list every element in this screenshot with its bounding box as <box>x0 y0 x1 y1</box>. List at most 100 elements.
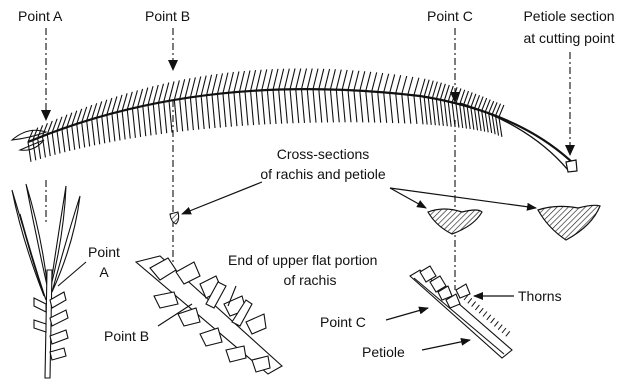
leaflet-stroke-lower <box>390 93 393 123</box>
leaflet-stroke-lower <box>342 90 345 123</box>
leaflet-stroke-lower <box>148 105 151 136</box>
inset-b-leaflet-5 <box>246 314 266 334</box>
leaflet-stroke-lower <box>460 104 463 128</box>
leaflet-stroke-lower <box>492 114 495 134</box>
frond-cut-end <box>566 160 577 172</box>
leaflet-stroke-lower <box>279 90 282 124</box>
inset-b-leaflet-6 <box>154 292 178 308</box>
leaflet-stroke-upper <box>262 69 267 90</box>
leaflet-stroke-upper <box>414 78 419 96</box>
leaflet-stroke-upper <box>319 69 324 89</box>
arrow-point-c-inset <box>386 308 428 320</box>
cross-sections <box>170 205 600 240</box>
leaflet-stroke-upper <box>239 71 244 92</box>
leaflet-stroke-upper <box>424 80 429 97</box>
label-point-c-inset: Point C <box>320 314 366 331</box>
leaflet-stroke-lower <box>107 115 110 142</box>
leaflet-stroke-lower <box>420 96 423 124</box>
label-point-a-inset-line2: A <box>84 264 124 281</box>
thorn-mark <box>502 328 506 333</box>
leaflet-stroke-lower <box>212 95 215 128</box>
label-point-a-top: Point A <box>18 8 62 25</box>
leaflet-stroke-lower <box>180 99 183 131</box>
thorn-mark <box>487 315 491 320</box>
leaflet-stroke-lower <box>77 124 80 149</box>
leaflet-stroke-lower <box>475 108 478 130</box>
leaflet-stroke-lower <box>478 110 481 131</box>
leaflet-stroke-upper <box>153 85 158 104</box>
leaflet-stroke-lower <box>52 132 55 154</box>
leaflet-stroke-upper <box>467 92 472 106</box>
leaflet-stroke-lower <box>67 127 70 151</box>
leaflet-stroke-lower <box>42 136 45 157</box>
leaflet-stroke-upper <box>102 100 107 117</box>
leaflet-stroke-upper <box>384 74 389 93</box>
leaflet-stroke-lower <box>428 97 431 124</box>
leaflet-stroke-upper <box>122 93 127 111</box>
leaflet-stroke-upper <box>245 70 250 91</box>
leaflet-stroke-upper <box>234 71 239 92</box>
leaflet-stroke-upper <box>420 79 425 96</box>
leaflet-stroke-lower <box>251 91 254 125</box>
label-end-upper-line1: End of upper flat portion <box>228 252 377 269</box>
cross-section-arrows <box>182 182 536 214</box>
inset-b-leaflet-8 <box>200 328 222 346</box>
thorn-mark <box>491 318 495 323</box>
leaflet-stroke-lower <box>319 89 322 122</box>
leaflet-stroke-lower <box>164 102 167 133</box>
leaflet-stroke-lower <box>174 100 177 132</box>
leaflet-stroke-upper <box>366 72 371 91</box>
leaflet-stroke-lower <box>228 93 231 127</box>
leaflet-stroke-upper <box>284 69 289 90</box>
leaflet-stroke-upper <box>112 96 117 113</box>
label-cross-sections-line2: of rachis and petiole <box>240 166 406 183</box>
leaflet-stroke-lower <box>444 101 447 127</box>
leaflet-stroke-lower <box>496 116 499 136</box>
leaflet-stroke-upper <box>164 83 169 102</box>
leaflet-stroke-lower <box>87 121 90 147</box>
leaflet-stroke-upper <box>428 81 433 98</box>
thorn-mark <box>506 331 510 336</box>
leaflet-stroke-upper <box>290 68 295 89</box>
leaflet-stroke-lower <box>217 94 220 128</box>
leaflet-stroke-upper <box>408 77 413 95</box>
leaflet-stroke-lower <box>424 97 427 125</box>
leaflet-stroke-lower <box>138 107 141 137</box>
label-point-b-inset: Point B <box>104 328 149 345</box>
arrowhead-b <box>168 60 178 71</box>
leaflet-stroke-lower <box>408 95 411 124</box>
leaflet-stroke-lower <box>301 89 304 123</box>
leaflet-stroke-lower <box>245 91 248 125</box>
leaflet-stroke-lower <box>330 89 333 122</box>
leaflet-stroke-lower <box>467 106 470 129</box>
label-cross-sections-line1: Cross-sections <box>240 146 406 163</box>
leaflet-stroke-upper <box>185 78 190 98</box>
leaflet-stroke-lower <box>82 122 85 147</box>
leaflet-stroke-lower <box>463 105 466 128</box>
leaflet-stroke-lower <box>102 116 105 143</box>
leaflet-stroke-upper <box>390 74 395 92</box>
leaflet-stroke-lower <box>378 92 381 123</box>
leaflet-stroke-lower <box>396 93 399 123</box>
leaflet-stroke-lower <box>471 107 474 129</box>
leaflet-stroke-upper <box>158 84 163 103</box>
leaflet-stroke-lower <box>366 91 369 122</box>
inset-a-leaflet-3 <box>52 196 80 292</box>
arrow-to-section-petiole <box>390 188 536 208</box>
label-petiole-section-line2: at cutting point <box>510 30 628 47</box>
leaflet-stroke-lower <box>169 101 172 133</box>
leaflet-stroke-upper <box>296 68 301 89</box>
arrowhead-petiole-section <box>565 145 575 156</box>
thorn-mark <box>472 302 476 307</box>
leaflet-stroke-upper <box>301 68 306 89</box>
inset-a-spine-5 <box>34 298 46 312</box>
thorn-mark <box>479 308 483 313</box>
leaflet-stroke-lower <box>384 92 387 123</box>
leaflet-stroke-upper <box>228 72 233 93</box>
thorn-mark <box>498 325 502 330</box>
label-end-upper-line2: of rachis <box>228 272 392 289</box>
leaflet-stroke-upper <box>444 85 449 101</box>
leaflet-stroke-lower <box>336 90 339 123</box>
inset-a-spine-1 <box>50 292 66 308</box>
leaflet-stroke-upper <box>279 69 284 90</box>
